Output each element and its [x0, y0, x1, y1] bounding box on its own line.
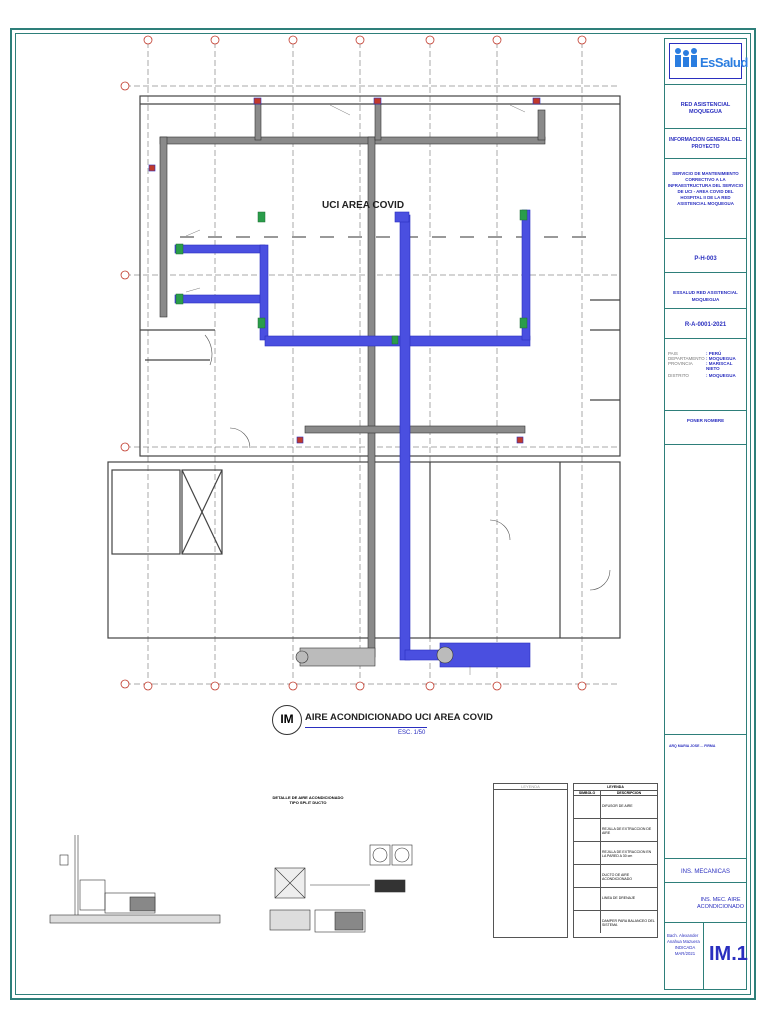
main-title-tag: IM: [272, 705, 302, 735]
main-title: AIRE ACONDICIONADO UCI AREA COVID: [305, 712, 493, 723]
annotation-leaders: [185, 104, 526, 675]
date-value: MAR/2021: [674, 951, 696, 956]
doc-code: R-A-0001-2021: [684, 322, 727, 328]
scale-value: INDICADA: [674, 945, 696, 950]
drawn-info: Bach. Alexander Anahua Mazuera INDICADA …: [667, 933, 703, 957]
legend-desc: DIFUSOR DE AIRE: [602, 804, 633, 808]
specialty: INS. MECANICAS: [680, 869, 730, 875]
location-row: PAIS : PERÚ: [668, 351, 744, 356]
legend-header: SIMBOLO DESCRIPCION: [574, 791, 657, 796]
grid-bubbles: [120, 35, 587, 691]
specialty-cell: INS. MECANICAS: [665, 859, 746, 883]
main-title-underline: [305, 727, 427, 728]
logo-frame: EsSalud: [669, 43, 748, 79]
location-value: : MARISCAL NIETO: [706, 361, 733, 371]
name-cell: PONER NOMBRE: [665, 411, 746, 445]
legend-desc: DAMPER PARA BALANCEO DEL SISTEMA: [602, 919, 655, 927]
legend-left: LEYENDA: [493, 783, 568, 938]
essalud-logo-icon: [675, 48, 697, 67]
network-cell: RED ASISTENCIAL MOQUEGUA: [665, 85, 746, 129]
entity-name: ESSALUD RED ASISTENCIAL MOQUEGUA: [673, 290, 738, 302]
location-row: DISTRITO : MOQUEGUA: [668, 373, 744, 378]
legend-col-desc: DESCRIPCION: [616, 791, 642, 795]
legend-row: DAMPER PARA BALANCEO DEL SISTEMA: [574, 911, 657, 933]
project-name: SERVICIO DE MANTENIMIENTO CORRECTIVO A L…: [667, 171, 744, 206]
name-placeholder: PONER NOMBRE: [686, 418, 725, 423]
signature-name: ARQ MARIA JOSE ... FIRMA: [669, 744, 716, 748]
legend-row: DUCTO DE AIRE ACONDICIONADO: [574, 865, 657, 888]
project-name-cell: SERVICIO DE MANTENIMIENTO CORRECTIVO A L…: [665, 159, 746, 239]
location-value: : MOQUEGUA: [706, 356, 736, 361]
equipment: [295, 646, 454, 667]
drawn-cell: Bach. Alexander Anahua Mazuera INDICADA …: [665, 923, 748, 989]
signature-cell: ARQ MARIA JOSE ... FIRMA: [665, 735, 746, 859]
title-block: EsSalud RED ASISTENCIAL MOQUEGUA INFORMA…: [664, 38, 748, 990]
project-info-cell: INFORMACION GENERAL DEL PROYECTO: [665, 129, 746, 159]
sheet-border-outer: [10, 28, 756, 1000]
doc-code-cell: R-A-0001-2021: [665, 309, 746, 339]
location-value: : MOQUEGUA: [706, 373, 736, 378]
location-row: DEPARTAMENTO: MOQUEGUA: [668, 356, 744, 361]
detail-title: DETALLE DE AIRE ACONDICIONADO TIPO SPLIT…: [272, 795, 344, 805]
sheet-desc: INS. MEC. AIRE ACONDICIONADO: [696, 897, 745, 910]
location-label: PAIS: [668, 351, 678, 356]
location-label: DISTRITO: [668, 373, 689, 378]
logo-cell: EsSalud: [665, 39, 748, 85]
legend-desc: LINEA DE DRENAJE: [602, 896, 636, 900]
sheet-number: IM.1: [709, 943, 748, 965]
logo-text: EsSalud: [700, 55, 748, 70]
location-list: PAIS: PERÚ DEPARTAMENTO: MOQUEGUA PROVIN…: [668, 351, 744, 378]
title-tag-text: IM: [280, 712, 294, 726]
notes-cell: [665, 445, 746, 735]
entity-cell: ESSALUD RED ASISTENCIAL MOQUEGUA: [665, 273, 746, 309]
legend-left-title: LEYENDA: [494, 784, 567, 790]
area-label: UCI AREA COVID: [322, 200, 405, 211]
location-label: DEPARTAMENTO: [668, 356, 705, 361]
grilles: [148, 97, 541, 444]
location-label: PROVINCIA: [668, 361, 693, 366]
legend-desc: REJILLA DE EXTRACCION DE AIRE: [602, 827, 652, 835]
project-info-title: INFORMACION GENERAL DEL PROYECTO: [669, 137, 742, 150]
legend-desc: REJILLA DE EXTRACCION EN LA PARED A 30 c…: [602, 850, 652, 858]
location-cell: PAIS: PERÚ DEPARTAMENTO: MOQUEGUA PROVIN…: [665, 339, 746, 411]
gray-ducts: [159, 103, 546, 658]
diffusers: [175, 209, 528, 345]
legend-right-title: LEYENDA: [574, 784, 657, 791]
legend-row: REJILLA DE EXTRACCION DE AIRE: [574, 819, 657, 842]
legend-row: LINEA DE DRENAJE: [574, 888, 657, 911]
legend-row: DIFUSOR DE AIRE: [574, 796, 657, 819]
location-value: : PERÚ: [706, 351, 722, 356]
network-name: RED ASISTENCIAL MOQUEGUA: [680, 102, 731, 115]
legend-col-symbol: SIMBOLO: [574, 791, 601, 795]
location-row: PROVINCIA : MARISCAL NIETO: [668, 361, 744, 371]
sheet-desc-cell: INS. MEC. AIRE ACONDICIONADO: [665, 883, 746, 923]
legend-right: LEYENDA SIMBOLO DESCRIPCION DIFUSOR DE A…: [573, 783, 658, 938]
drawn-by: Bach. Alexander Anahua Mazuera: [667, 933, 700, 944]
door-swings: [204, 334, 611, 591]
sheet-border-inner: [15, 33, 751, 995]
main-scale: ESC. 1/50: [398, 730, 426, 736]
legend-desc: DUCTO DE AIRE ACONDICIONADO: [602, 873, 632, 881]
legend-row: REJILLA DE EXTRACCION EN LA PARED A 30 c…: [574, 842, 657, 865]
code-cell: P-H-003: [665, 239, 746, 273]
project-code: P-H-003: [694, 256, 717, 262]
